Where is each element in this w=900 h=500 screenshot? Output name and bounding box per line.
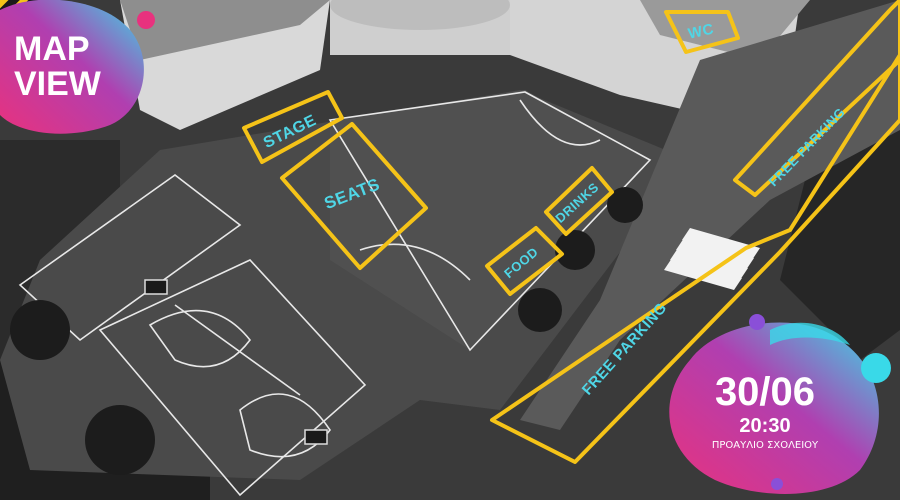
title-line2: VIEW [14,65,102,103]
trees-right [780,80,900,360]
road [520,0,900,430]
parking-top-outline [733,0,900,197]
title-blob [0,0,144,134]
wc-label: WC [687,21,716,43]
drinks-zone-outline [544,166,614,236]
wc-zone-outline [664,10,740,54]
basketball-hoops [144,279,328,445]
event-date: 30/06 [715,370,815,414]
title-line1: MAP [14,30,90,68]
accent-dot-purple [749,314,765,330]
accent-dot-pink [137,11,155,29]
date-badge: 30/06 20:30 ΠΡΟΑΥΛΙΟ ΣΧΟΛΕΙΟΥ [669,314,891,494]
parking-bottom-outline [490,53,900,464]
date-blob [669,322,879,494]
stage-zone-outline [242,90,344,164]
courtyard-trees [10,187,643,475]
seats-zone-outline [280,122,428,270]
title-badge: MAP VIEW [0,0,155,134]
blob-highlight [770,322,850,345]
roof-left [120,0,330,60]
event-time: 20:30 [739,415,790,437]
entrance-rotunda [330,0,510,30]
event-venue: ΠΡΟΑΥΛΙΟ ΣΧΟΛΕΙΟΥ [712,440,819,451]
accent-dot-purple-small [771,478,783,490]
accent-dot-cyan [861,353,891,383]
food-zone-outline [485,226,564,296]
court-area [330,90,650,350]
